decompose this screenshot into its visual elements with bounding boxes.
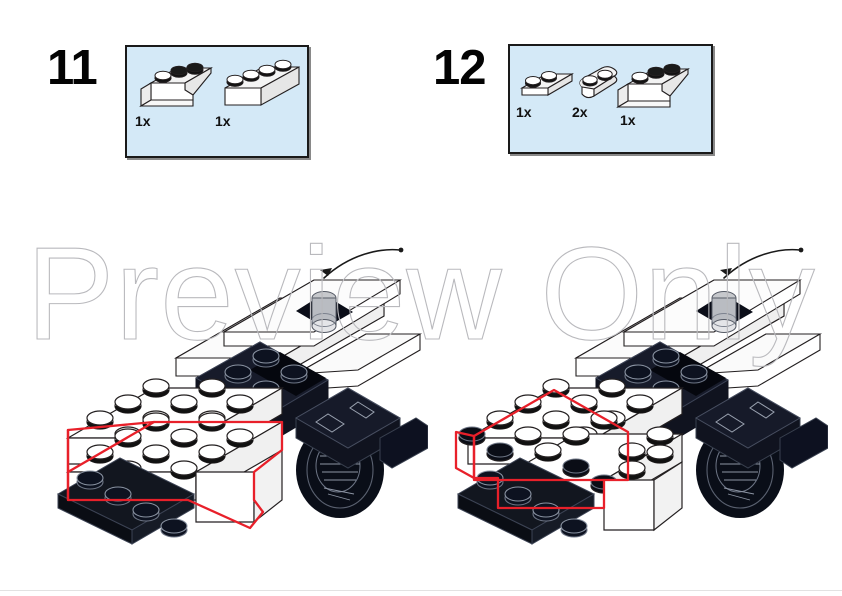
part-plate-1x2-white: 1x bbox=[516, 62, 578, 120]
part-slope-brick-1x3-white: 1x bbox=[614, 52, 706, 128]
part-slope-brick-1x3-inverted-white: 1x bbox=[133, 59, 219, 129]
page-bottom-rule bbox=[0, 590, 842, 591]
step-number-12: 12 bbox=[433, 41, 487, 95]
part-quantity-label: 1x bbox=[215, 113, 231, 129]
parts-callout-box-step-12: 1x 2x bbox=[508, 44, 713, 154]
part-quantity-label: 1x bbox=[135, 113, 151, 129]
step-number-11: 11 bbox=[47, 41, 98, 95]
part-brick-1x4-white: 1x bbox=[215, 55, 307, 129]
build-illustration-step-12 bbox=[428, 232, 828, 562]
parts-callout-box-step-11: 1x bbox=[125, 45, 309, 158]
part-plate-1x2-rounded-white: 2x bbox=[572, 62, 634, 120]
part-quantity-label: 2x bbox=[572, 104, 588, 120]
build-illustration-step-11 bbox=[28, 232, 428, 562]
part-quantity-label: 1x bbox=[516, 104, 532, 120]
part-quantity-label: 1x bbox=[620, 112, 636, 128]
